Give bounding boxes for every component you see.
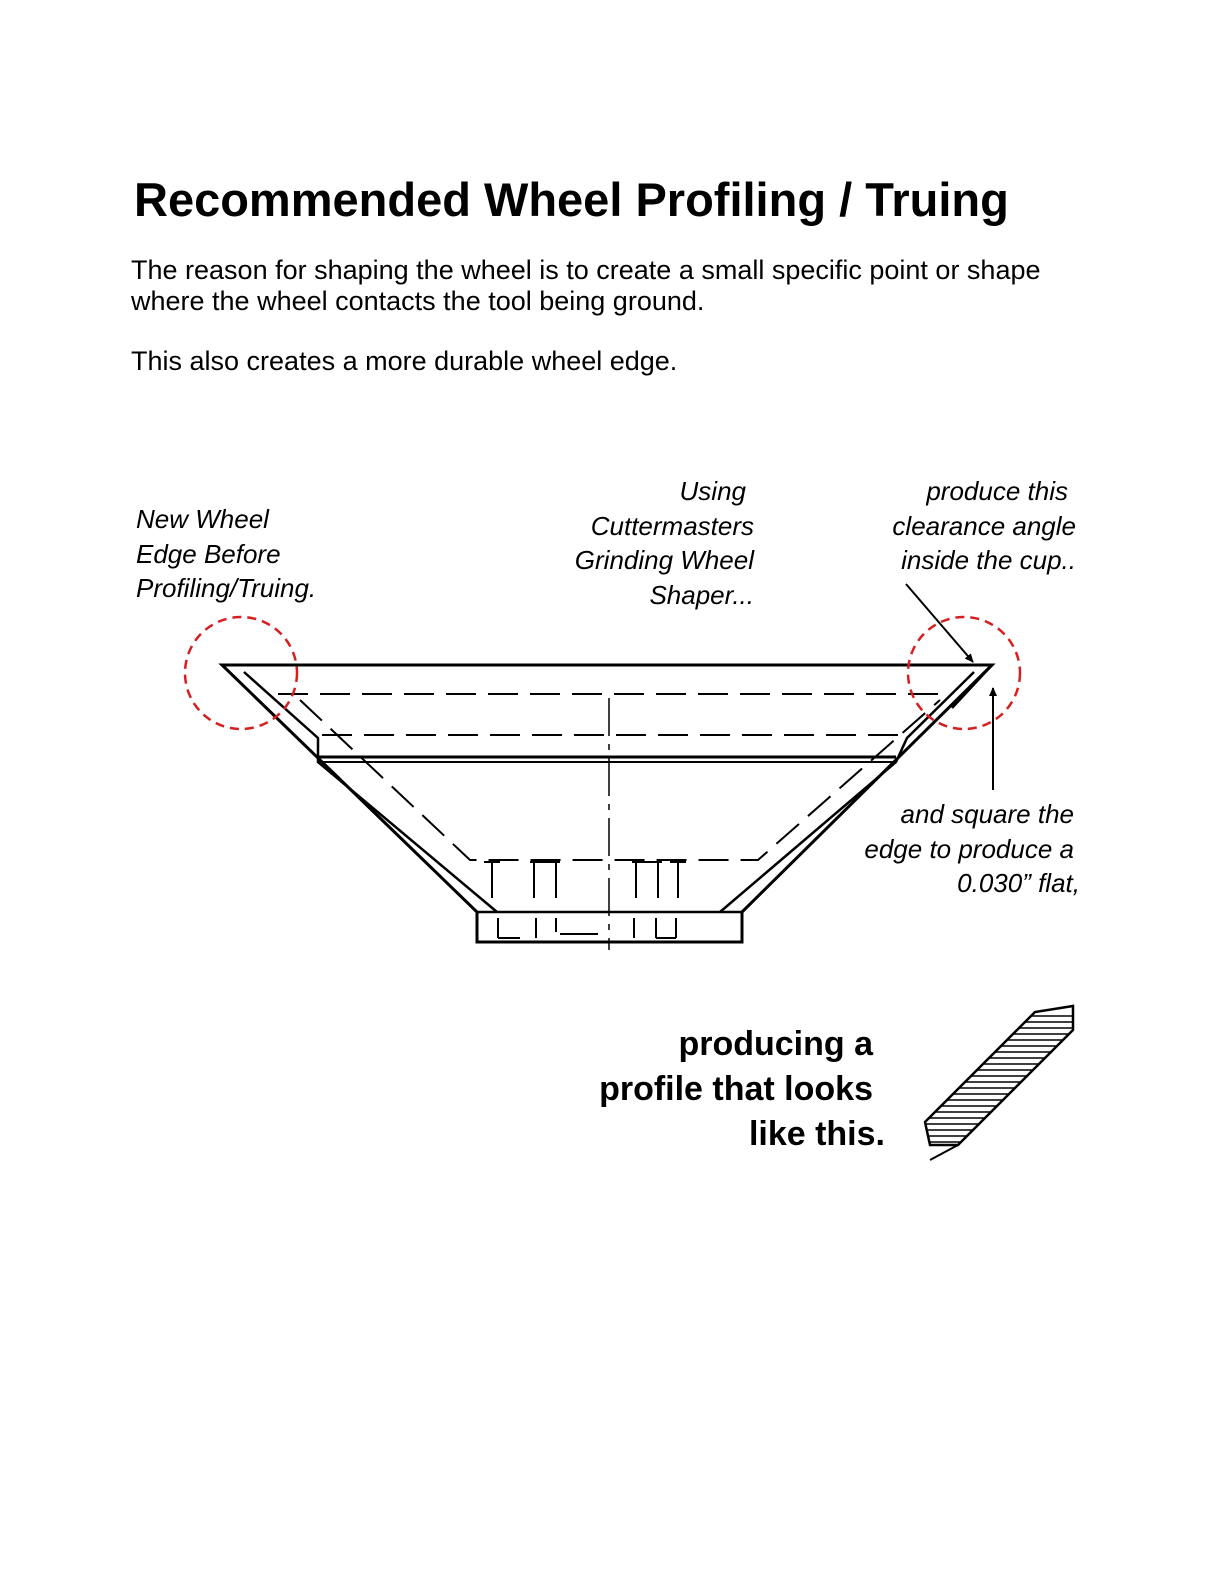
new-wheel-label: New Wheel Edge Before Profiling/Truing. [136,502,316,606]
profile-label-line: profile that looks [599,1070,873,1108]
durability-paragraph: This also creates a more durable wheel e… [131,346,678,376]
clearance-angle-label: produce this clearance angle inside the … [800,474,1076,578]
profile-result-label: producing a profile that looks like this… [520,1022,885,1157]
new-wheel-label-line: New Wheel [136,504,269,534]
shaper-label-line: Cuttermasters [590,510,754,541]
new-wheel-label-line: Profiling/Truing. [136,573,317,603]
new-edge-highlight-circle [183,615,299,731]
shaper-label: Using Cuttermasters Grinding Wheel Shape… [480,474,754,612]
resulting-profile-illustration [923,1004,1075,1161]
square-edge-label-line: and square the [900,799,1074,829]
hub-details [484,861,686,939]
cup-wheel [218,663,996,950]
clearance-label-line: clearance angle [892,510,1076,541]
square-edge-label-line: edge to produce a [864,833,1074,864]
clearance-label-line: produce this [926,476,1068,506]
new-wheel-label-line: Edge Before [136,538,281,569]
square-edge-label: and square the edge to produce a 0.030” … [780,797,1080,901]
wheel-rim-outline [218,663,996,944]
profiled-edge-highlight-circle [906,615,1022,731]
square-edge-label-line: 0.030” flat, [957,868,1080,898]
intro-paragraph: The reason for shaping the wheel is to c… [131,255,1041,316]
profile-label-line: like this. [748,1115,885,1153]
clearance-label-line: inside the cup.. [901,545,1076,575]
clearance-chamfer [951,664,993,709]
page-title: Recommended Wheel Profiling / Truing [134,173,1009,226]
wheel-inner-wall-right [719,671,975,913]
shaper-label-line: Grinding Wheel [574,545,754,575]
shaper-label-line: Using [679,476,746,506]
wheel-inner-wall-left [243,671,498,913]
hidden-lines [278,693,941,861]
shaper-label-line: Shaper... [649,579,754,610]
clearance-arrow [905,583,974,663]
profile-label-line: producing a [678,1025,873,1063]
